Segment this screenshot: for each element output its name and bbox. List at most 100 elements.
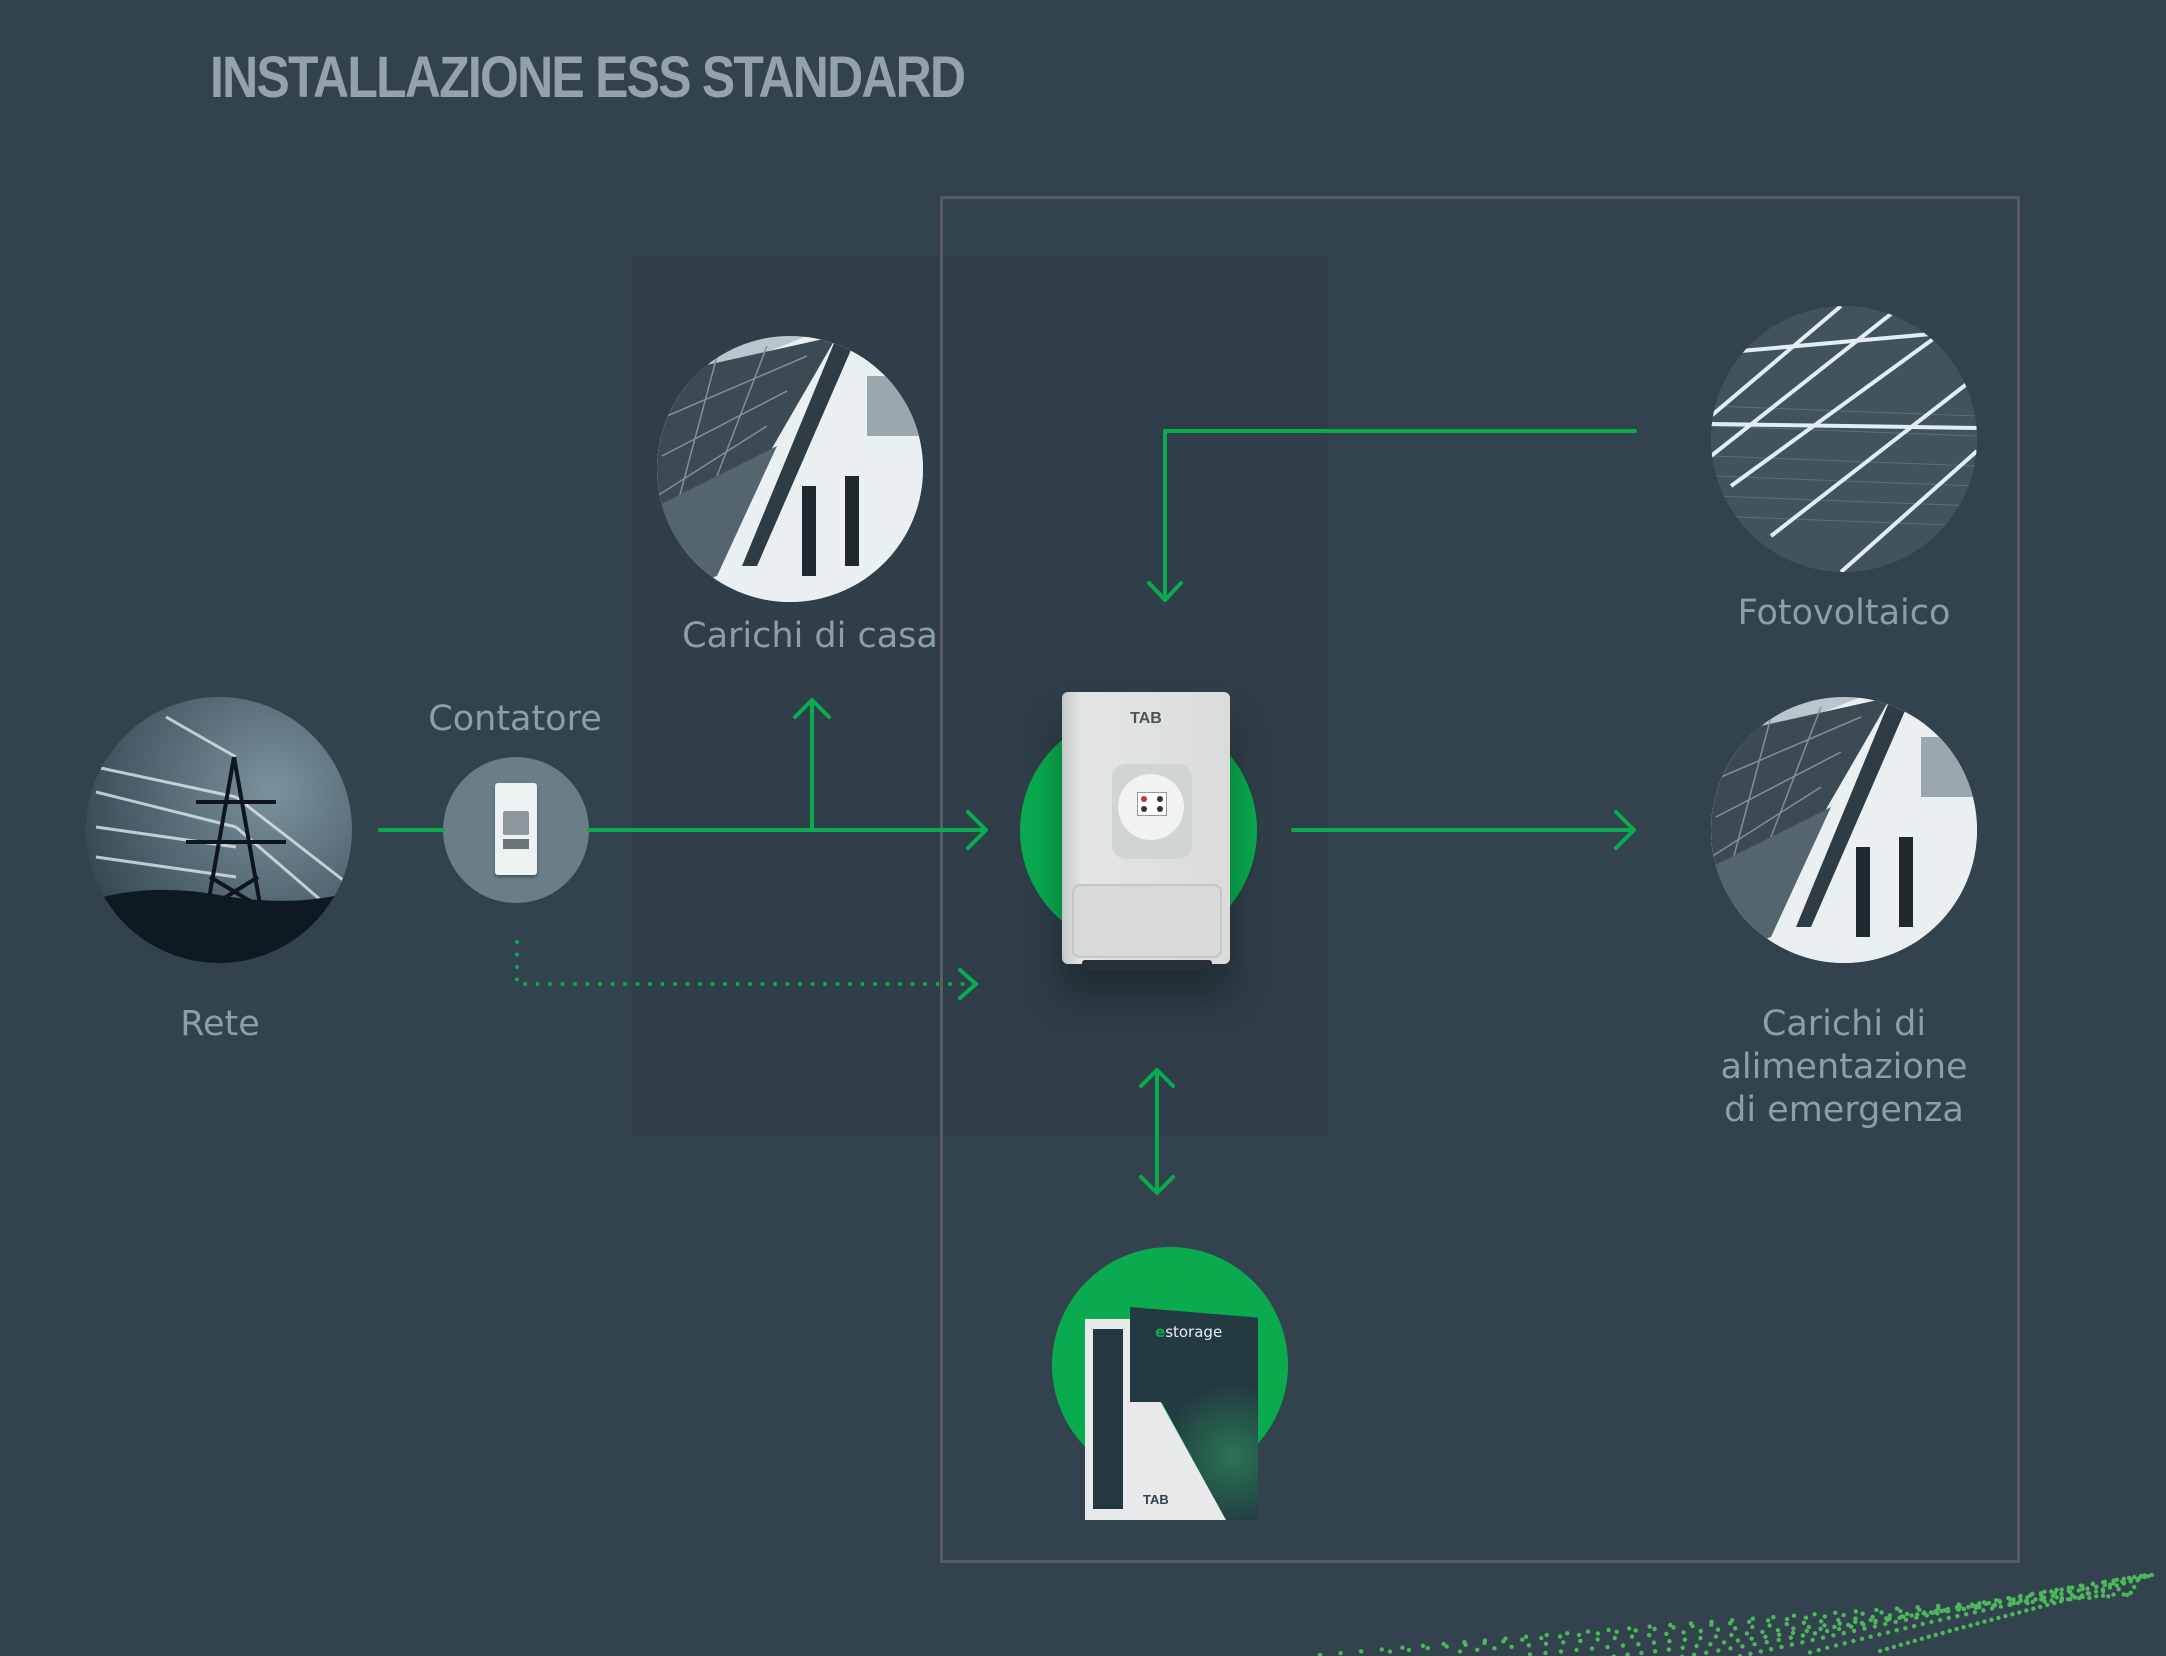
decorative-dot bbox=[2128, 1590, 2133, 1595]
decorative-dot bbox=[1903, 1626, 1908, 1631]
decorative-dot bbox=[1765, 1618, 1771, 1623]
decorative-dot bbox=[2079, 1593, 2085, 1598]
decorative-dot bbox=[1877, 1632, 1882, 1637]
decorative-dot bbox=[1928, 1610, 1934, 1615]
decorative-dot bbox=[1912, 1638, 1917, 1643]
decorative-dot bbox=[1885, 1617, 1890, 1623]
decorative-dot bbox=[1633, 1628, 1638, 1633]
decorative-dot bbox=[1841, 1612, 1846, 1618]
decorative-dot bbox=[1873, 1620, 1878, 1625]
decorative-dot bbox=[1853, 1619, 1858, 1624]
decorative-dot bbox=[2011, 1597, 2016, 1602]
decorative-dot bbox=[1626, 1626, 1632, 1631]
decorative-dot bbox=[1947, 1628, 1952, 1634]
decorative-dot bbox=[1387, 1649, 1393, 1654]
decorative-dot bbox=[2068, 1590, 2073, 1595]
decorative-dot bbox=[1837, 1621, 1842, 1626]
decorative-dot bbox=[2017, 1610, 2022, 1615]
decorative-dot bbox=[1861, 1622, 1866, 1627]
decorative-dot bbox=[2018, 1594, 2023, 1600]
decorative-dot bbox=[1784, 1616, 1790, 1622]
decorative-dot bbox=[1841, 1630, 1846, 1636]
decorative-dot bbox=[1647, 1624, 1652, 1629]
decorative-dot bbox=[1463, 1642, 1468, 1647]
decorative-dot bbox=[1966, 1604, 1971, 1610]
decorative-dot bbox=[1836, 1626, 1842, 1632]
decorative-dot bbox=[1595, 1631, 1601, 1636]
decorative-dot bbox=[2132, 1574, 2137, 1580]
decorative-dot bbox=[1842, 1641, 1847, 1646]
decorative-dot bbox=[1520, 1637, 1525, 1642]
decorative-dot bbox=[2146, 1574, 2151, 1579]
decorative-dot bbox=[1744, 1631, 1750, 1636]
decorative-dot bbox=[2003, 1613, 2008, 1619]
decorative-dot bbox=[1523, 1634, 1529, 1639]
decorative-dot bbox=[1945, 1609, 1950, 1614]
decorative-dot bbox=[1457, 1649, 1463, 1654]
decorative-dot bbox=[2076, 1595, 2082, 1601]
inverter-node[interactable]: TAB bbox=[1062, 692, 1230, 970]
decorative-dot bbox=[1668, 1622, 1673, 1628]
decorative-dot bbox=[1544, 1632, 1549, 1638]
decorative-dot bbox=[1760, 1629, 1765, 1635]
decorative-dot bbox=[1968, 1623, 1973, 1628]
decorative-dot bbox=[1898, 1642, 1904, 1647]
decorative-dot bbox=[2102, 1582, 2107, 1588]
decorative-dot bbox=[1750, 1624, 1755, 1630]
hybrid-inverter-icon: TAB bbox=[1062, 692, 1230, 970]
battery-brand-label: estorage bbox=[1155, 1323, 1222, 1341]
decorative-dot bbox=[1614, 1629, 1619, 1635]
decorative-dot bbox=[1526, 1643, 1531, 1648]
decorative-dot bbox=[1652, 1626, 1657, 1632]
battery-brand-name: storage bbox=[1165, 1323, 1223, 1341]
grid-node[interactable] bbox=[86, 697, 352, 963]
decorative-dot bbox=[1482, 1640, 1487, 1646]
decorative-dot bbox=[1746, 1619, 1752, 1624]
decorative-dot bbox=[1444, 1644, 1449, 1649]
decorative-dot bbox=[2069, 1585, 2075, 1590]
decorative-dot bbox=[2125, 1592, 2130, 1598]
decorative-dot bbox=[1605, 1644, 1610, 1650]
decorative-dot bbox=[1833, 1643, 1839, 1648]
decorative-dot bbox=[1749, 1636, 1754, 1641]
decorative-dot bbox=[2090, 1581, 2095, 1587]
decorative-dot bbox=[1733, 1626, 1738, 1631]
backup-loads-label-line-2: alimentazione bbox=[1720, 1047, 1968, 1087]
decorative-dot bbox=[2007, 1602, 2012, 1607]
decorative-dot bbox=[1954, 1626, 1959, 1632]
decorative-dot bbox=[1698, 1628, 1703, 1634]
decorative-dot bbox=[1585, 1629, 1591, 1634]
decorative-dot bbox=[2042, 1589, 2047, 1594]
pv-node[interactable] bbox=[1711, 306, 1977, 572]
decorative-dot bbox=[2066, 1585, 2071, 1590]
decorative-dot bbox=[2107, 1585, 2113, 1590]
decorative-dot bbox=[1883, 1621, 1888, 1627]
power-pylon-icon bbox=[86, 715, 352, 963]
decorative-dot bbox=[1818, 1626, 1823, 1632]
meter-node[interactable] bbox=[443, 757, 589, 903]
decorative-dot bbox=[1708, 1642, 1713, 1647]
decorative-dot bbox=[1664, 1631, 1669, 1636]
decorative-dot bbox=[1868, 1634, 1873, 1639]
decorative-dot bbox=[1874, 1607, 1879, 1613]
decorative-dot bbox=[1425, 1645, 1430, 1651]
pv-label: Fotovoltaico bbox=[1737, 593, 1951, 633]
decorative-dot bbox=[1929, 1619, 1934, 1625]
decorative-dot bbox=[1976, 1602, 1981, 1608]
decorative-dot bbox=[1690, 1623, 1695, 1629]
decorative-dot bbox=[2114, 1577, 2120, 1582]
home-loads-node[interactable] bbox=[657, 336, 923, 602]
decorative-dot bbox=[1667, 1639, 1672, 1644]
decorative-dot bbox=[1986, 1600, 1992, 1606]
battery-brand-prefix: e bbox=[1155, 1323, 1166, 1341]
decorative-dot bbox=[1862, 1626, 1867, 1631]
decorative-dot bbox=[1851, 1638, 1856, 1644]
decorative-dot bbox=[2059, 1591, 2064, 1597]
decorative-dot bbox=[1920, 1621, 1925, 1627]
decorative-dot bbox=[1764, 1639, 1769, 1645]
decorative-dot bbox=[1721, 1640, 1727, 1645]
backup-loads-label: Carichi di alimentazione di emergenza bbox=[1694, 1003, 1994, 1132]
battery-node[interactable]: estorage TAB bbox=[1085, 1307, 1258, 1520]
arrowhead-meter-inverter bbox=[966, 810, 988, 850]
decorative-dot bbox=[2093, 1589, 2099, 1594]
